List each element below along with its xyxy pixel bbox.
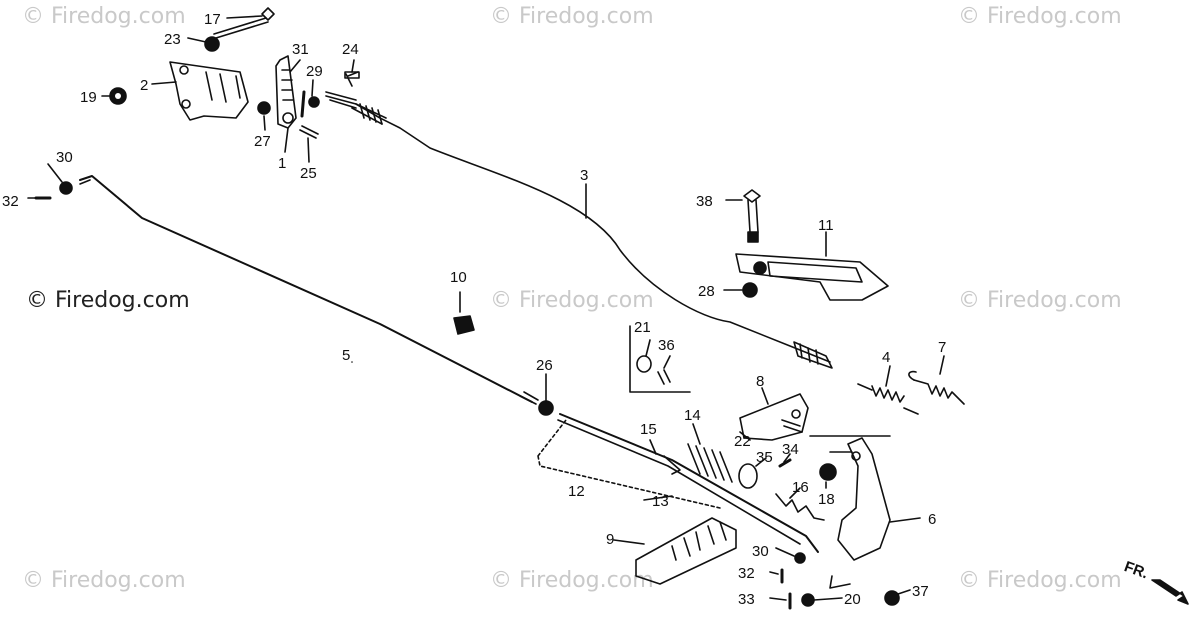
callout-6: 6 xyxy=(928,511,936,528)
bolt-part xyxy=(261,7,275,21)
callout-8: 8 xyxy=(756,373,764,390)
callout-34: 34 xyxy=(782,441,799,458)
watermark: © Firedog.com xyxy=(490,288,654,313)
callout-24: 24 xyxy=(342,41,359,58)
watermark: © Firedog.com xyxy=(958,4,1122,29)
callout-35: 35 xyxy=(756,449,773,466)
callout-37: 37 xyxy=(912,583,929,600)
callout-13: 13 xyxy=(652,493,669,510)
callout-15: 15 xyxy=(640,421,657,438)
callout-32b: 32 xyxy=(738,565,755,582)
callout-1: 1 xyxy=(278,155,286,172)
watermark: © Firedog.com xyxy=(958,568,1122,593)
callout-28: 28 xyxy=(698,283,715,300)
callout-22: 22 xyxy=(734,433,751,450)
spring-part xyxy=(857,383,919,415)
brake-pedal-pad xyxy=(635,517,737,585)
callout-21: 21 xyxy=(634,319,651,336)
spring-part xyxy=(913,379,965,405)
watermark: © Firedog.com xyxy=(22,4,186,29)
cable-bracket xyxy=(735,253,889,301)
callout-31: 31 xyxy=(292,41,309,58)
watermark: © Firedog.com xyxy=(22,568,186,593)
callout-9: 9 xyxy=(606,531,614,548)
spring-part xyxy=(687,443,733,483)
callout-2: 2 xyxy=(140,77,148,94)
control-cable xyxy=(325,95,831,363)
callout-38: 38 xyxy=(696,193,713,210)
callout-30b: 30 xyxy=(752,543,769,560)
callout-17: 17 xyxy=(204,11,221,28)
callout-11: 11 xyxy=(818,217,834,234)
callout-19: 19 xyxy=(80,89,97,106)
callout-7: 7 xyxy=(938,339,946,356)
callout-12: 12 xyxy=(568,483,585,500)
watermark-dark: © Firedog.com xyxy=(26,288,190,313)
callout-23: 23 xyxy=(164,31,181,48)
callout-25: 25 xyxy=(300,165,317,182)
callout-30: 30 xyxy=(56,149,73,166)
watermark: © Firedog.com xyxy=(490,4,654,29)
bracket-part xyxy=(169,61,249,121)
watermark: © Firedog.com xyxy=(490,568,654,593)
callout-16: 16 xyxy=(792,479,809,496)
callout-26: 26 xyxy=(536,357,553,374)
callout-4: 4 xyxy=(882,349,890,366)
callout-10: 10 xyxy=(450,269,467,286)
front-direction-label: FR. xyxy=(1122,558,1151,582)
callout-27: 27 xyxy=(254,133,271,150)
callout-32: 32 xyxy=(2,193,19,210)
callout-5: 5 xyxy=(342,347,350,364)
callout-33: 33 xyxy=(738,591,755,608)
callout-29: 29 xyxy=(306,63,323,80)
watermark: © Firedog.com xyxy=(958,288,1122,313)
spring-part xyxy=(775,493,825,521)
callout-14: 14 xyxy=(684,407,701,424)
brake-shaft xyxy=(559,413,819,553)
brake-rod xyxy=(79,175,533,403)
callout-18: 18 xyxy=(818,491,835,508)
brake-pedal-arm xyxy=(837,437,891,561)
callout-36: 36 xyxy=(658,337,675,354)
callout-3: 3 xyxy=(580,167,588,184)
callout-20: 20 xyxy=(844,591,861,608)
